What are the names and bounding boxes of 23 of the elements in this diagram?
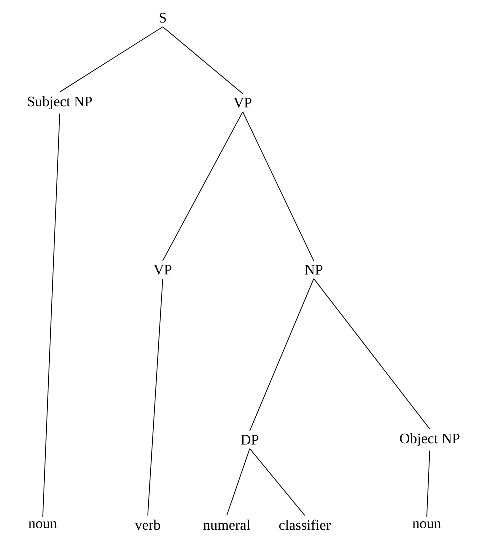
tree-branch [250, 448, 306, 516]
tree-label: noun [28, 522, 58, 528]
tree-label: Subject NP [28, 96, 92, 110]
tree-label: VP [234, 98, 252, 108]
tree-branch [148, 278, 164, 516]
tree-label: numeral [204, 520, 250, 530]
tree-branch [162, 26, 244, 94]
tree-branch [250, 278, 314, 432]
tree-branch [314, 278, 430, 430]
tree-label: noun [412, 522, 442, 528]
tree-label: S [160, 13, 166, 23]
tree-branch [162, 112, 244, 262]
tree-label: classifier [279, 520, 331, 530]
tree-label: DP [241, 435, 259, 445]
tree-label: VP [154, 265, 172, 275]
tree-label: verb [135, 520, 160, 530]
tree-label: Object NP [400, 433, 460, 447]
tree-branch [242, 112, 314, 262]
tree-branch [426, 450, 430, 518]
tree-label: NP [305, 265, 323, 275]
tree-branch [42, 113, 60, 518]
tree-branch [60, 26, 164, 93]
tree-branch [226, 448, 250, 516]
